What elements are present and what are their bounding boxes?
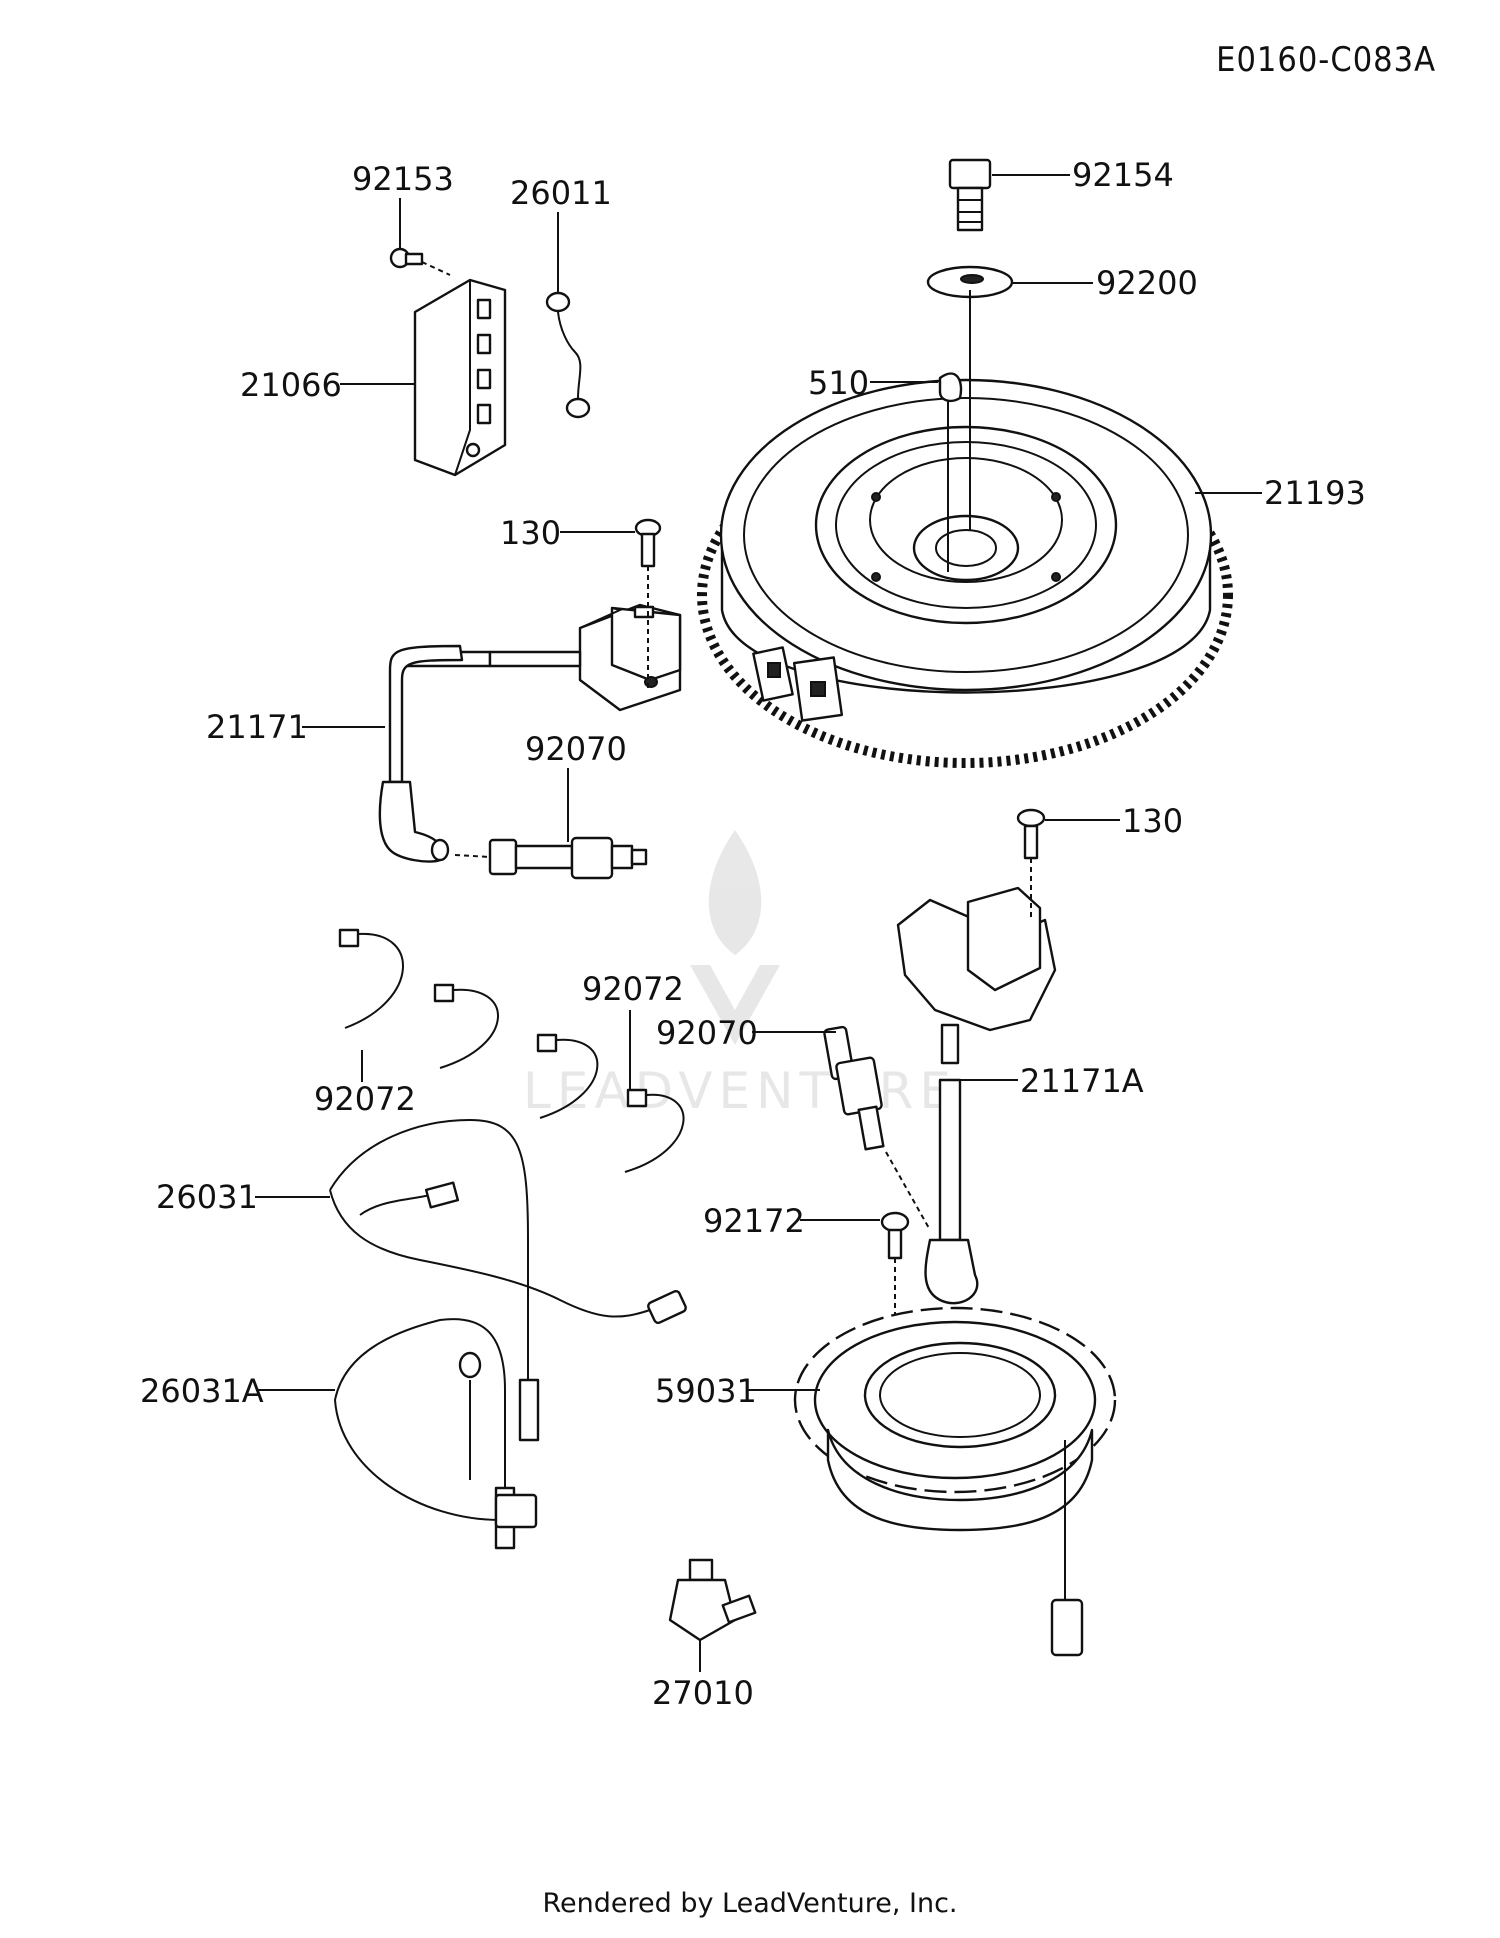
stator-screw[interactable] [880, 1211, 910, 1330]
voltage-regulator[interactable] [413, 278, 507, 477]
callout-92154[interactable]: 92154 [1072, 156, 1174, 194]
leader-lines [255, 174, 1262, 1672]
regulator-screw[interactable] [389, 247, 451, 276]
ignition-coil[interactable] [378, 603, 682, 863]
watermark-text: LEADVENTURE [523, 1062, 957, 1120]
wire-harness-a[interactable] [333, 1318, 538, 1550]
callout-92072-left[interactable]: 92072 [314, 1080, 416, 1118]
spark-plug-lower[interactable] [823, 1025, 931, 1231]
callout-130-upper[interactable]: 130 [500, 514, 561, 552]
callout-26031A[interactable]: 26031A [140, 1372, 264, 1410]
callout-92070-lower[interactable]: 92070 [656, 1014, 758, 1052]
callout-21171[interactable]: 21171 [206, 708, 308, 746]
callout-21066[interactable]: 21066 [240, 366, 342, 404]
callout-labels: 92153 26011 21066 92154 92200 510 21193 … [140, 156, 1366, 1712]
flywheel-bolt[interactable] [948, 158, 992, 232]
callout-92172[interactable]: 92172 [703, 1202, 805, 1240]
woodruff-key[interactable] [938, 372, 963, 403]
diagram-code: E0160-C083A [1216, 40, 1436, 80]
callout-130-lower[interactable]: 130 [1122, 802, 1183, 840]
coil-screw-upper[interactable] [634, 518, 662, 690]
stator[interactable] [793, 1306, 1117, 1657]
callout-26031[interactable]: 26031 [156, 1178, 258, 1216]
spark-plug-upper[interactable] [454, 836, 648, 880]
clamp-1[interactable] [338, 928, 404, 1029]
callout-92072-right[interactable]: 92072 [582, 970, 684, 1008]
clamp-3[interactable] [536, 1033, 599, 1119]
callout-92200[interactable]: 92200 [1096, 264, 1198, 302]
callout-510[interactable]: 510 [808, 364, 869, 402]
clamp-4[interactable] [624, 1088, 685, 1173]
callout-59031[interactable]: 59031 [655, 1372, 757, 1410]
callout-26011[interactable]: 26011 [510, 174, 612, 212]
clamp-2[interactable] [433, 983, 499, 1069]
oil-pressure-switch[interactable] [668, 1558, 757, 1642]
flame-logo-icon [708, 830, 762, 955]
callout-92153[interactable]: 92153 [352, 160, 454, 198]
ground-lead[interactable] [545, 291, 591, 419]
callout-27010[interactable]: 27010 [652, 1674, 754, 1712]
callout-92070-upper[interactable]: 92070 [525, 730, 627, 768]
callout-21171A[interactable]: 21171A [1020, 1062, 1144, 1100]
coil-screw-lower[interactable] [1016, 808, 1046, 920]
v-logo-icon [690, 965, 780, 1045]
footer-credit: Rendered by LeadVenture, Inc. [542, 1888, 958, 1919]
flywheel[interactable] [697, 378, 1233, 768]
wire-harness[interactable] [329, 1118, 687, 1442]
callout-21193[interactable]: 21193 [1264, 474, 1366, 512]
